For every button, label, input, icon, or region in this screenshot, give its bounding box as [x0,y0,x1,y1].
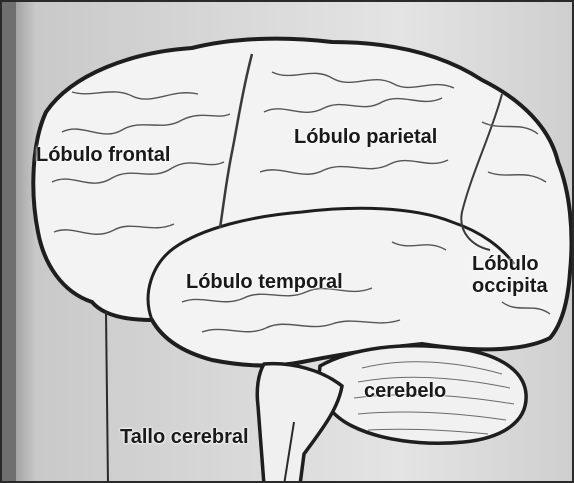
cerebrum-outline [33,39,571,366]
label-occipital-lobe: Lóbulo occipita [472,253,574,297]
pointer-line-left [106,312,108,483]
brainstem-outline [257,364,342,483]
label-occipital-line1: Lóbulo [472,253,574,275]
label-frontal-lobe: Lóbulo frontal [36,144,170,166]
label-parietal-lobe: Lóbulo parietal [294,126,437,148]
left-shadow [2,2,16,483]
label-brainstem: Tallo cerebral [120,426,249,448]
label-occipital-line2: occipita [472,275,574,297]
label-cerebellum: cerebelo [364,380,446,402]
label-temporal-lobe: Lóbulo temporal [186,271,343,293]
